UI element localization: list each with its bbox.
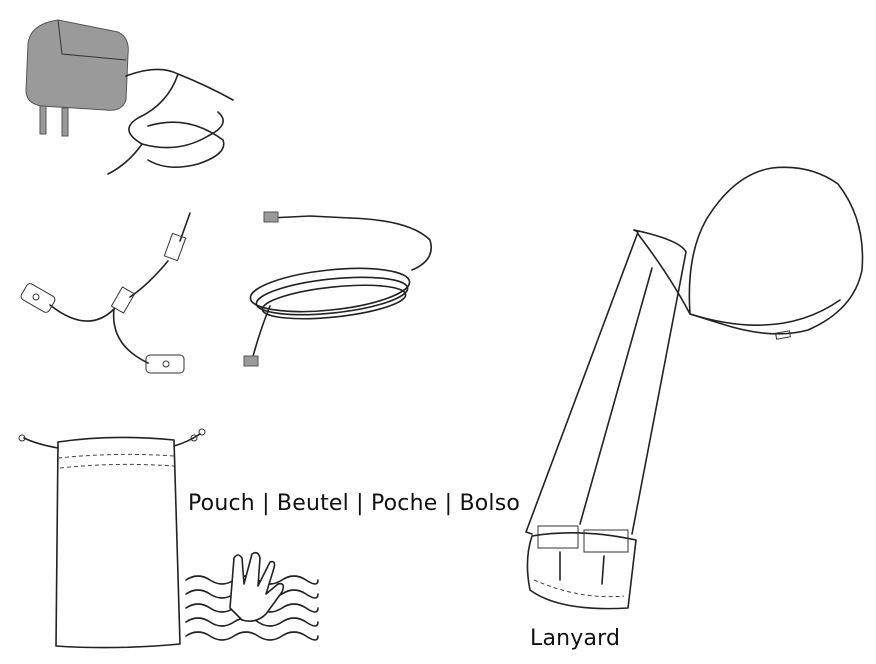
coiled-cable-icon — [240, 210, 440, 375]
pouch-icon — [16, 422, 208, 652]
lanyard-icon — [520, 160, 870, 622]
power-adapter-icon — [18, 14, 243, 184]
lanyard-caption: Lanyard — [530, 626, 621, 651]
hand-wash-icon — [182, 548, 320, 648]
y-splitter-cable-icon — [18, 205, 203, 380]
pouch-caption: Pouch | Beutel | Poche | Bolso — [188, 491, 521, 516]
